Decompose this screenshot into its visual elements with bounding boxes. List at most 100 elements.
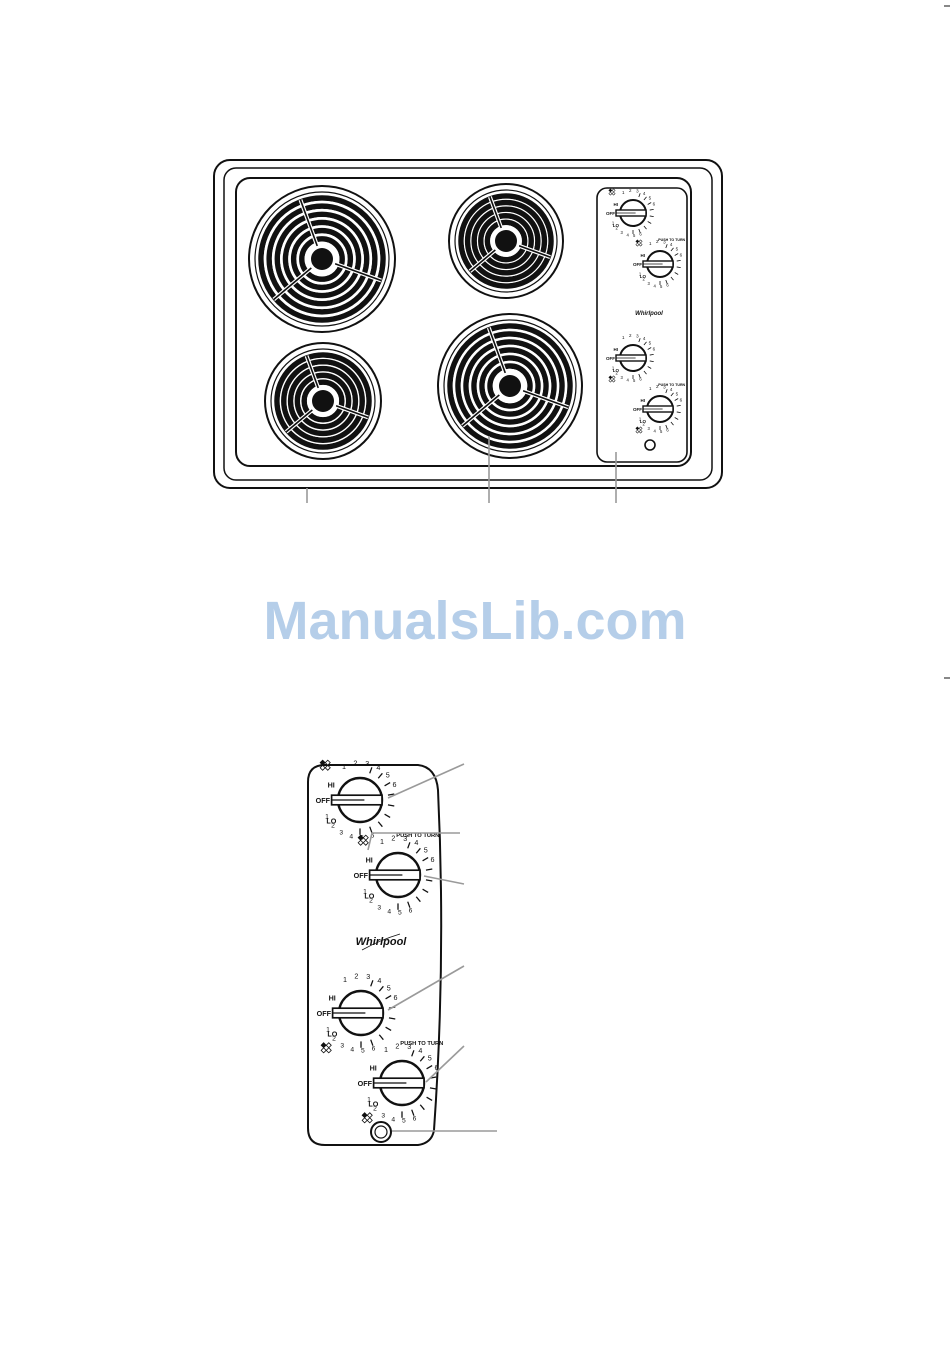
element-position-icon	[608, 188, 616, 196]
dial-number: 4	[350, 1047, 354, 1054]
dial-number: 3	[647, 426, 650, 431]
control-panel-detail-outline	[307, 764, 443, 1146]
dial-number: 4	[418, 1046, 422, 1055]
dial-number: 3	[365, 759, 369, 768]
dial-number: 6	[413, 1115, 417, 1122]
dial-number: 2	[642, 277, 645, 282]
dial-number: 5	[387, 983, 391, 992]
element-position-icon	[608, 375, 616, 383]
push-to-turn-label: PUSH TO TURN	[658, 383, 685, 387]
dial-number: 3	[407, 1042, 411, 1051]
dial-number: 3	[636, 333, 639, 338]
dial-number: 6	[639, 232, 642, 237]
dial-number: 2	[615, 226, 618, 231]
cooktop-outer-frame	[213, 159, 723, 489]
dial-lo-label: LO	[326, 817, 336, 826]
element-position-icon	[635, 239, 643, 247]
leader-left-front-knob	[387, 763, 465, 799]
dial-off-label: OFF	[317, 1009, 332, 1018]
dial-number: 4	[627, 232, 630, 237]
dial-off-label: OFF	[633, 407, 642, 412]
dial-hi-label: HI	[614, 347, 619, 352]
dial-number: 3	[647, 281, 650, 286]
dial-number: 5	[386, 770, 390, 779]
dial-number: 1	[367, 1097, 371, 1104]
surface-on-light-large	[370, 1121, 392, 1143]
dial-number: 5	[660, 429, 663, 434]
dial-number: 2	[353, 758, 357, 767]
control-panel-outline	[596, 187, 688, 463]
cooktop-inner-frame	[223, 167, 713, 481]
cooktop-control-panel	[596, 187, 688, 463]
dial-number: 6	[653, 201, 656, 206]
dial-number: 2	[369, 898, 373, 905]
dial-hi-label: HI	[641, 398, 646, 403]
dial-number: 6	[434, 1063, 438, 1072]
dial-number: 1	[612, 220, 615, 225]
dial-hi-label: HI	[328, 781, 335, 790]
dial-number: 1	[639, 271, 642, 276]
dial-off-label: OFF	[606, 211, 615, 216]
dial-number: 2	[615, 371, 618, 376]
dial-off-label: OFF	[358, 1079, 373, 1088]
dial-number: 3	[339, 829, 343, 836]
push-to-turn-label: PUSH TO TURN	[400, 1041, 443, 1047]
dial-number: 5	[676, 246, 679, 251]
dial-number: 5	[633, 233, 636, 238]
dial-number: 6	[680, 397, 683, 402]
dial-number: 5	[649, 340, 652, 345]
dial-number: 1	[649, 241, 652, 246]
dial-number: 4	[670, 242, 673, 247]
dial-number: 4	[391, 1117, 395, 1124]
brand-logo-swoosh	[361, 933, 401, 951]
dial-number: 4	[670, 387, 673, 392]
element-position-icon	[361, 1112, 373, 1124]
dial-number: 1	[380, 837, 384, 846]
dial-number: 6	[666, 428, 669, 433]
dial-number: 3	[340, 1042, 344, 1049]
dial-lo-label: LO	[640, 419, 647, 424]
dial-number: 4	[654, 428, 657, 433]
dial-number: 6	[653, 346, 656, 351]
surface-element-left-rear	[248, 185, 396, 333]
dial-number: 4	[376, 763, 380, 772]
dial-number: 6	[393, 993, 397, 1002]
brand-logo-small: Whirlpool	[635, 311, 663, 317]
dial-number: 6	[680, 252, 683, 257]
dial-number: 1	[639, 416, 642, 421]
dial-number: 5	[424, 845, 428, 854]
dial-number: 2	[629, 188, 632, 193]
dial-lo-label: LO	[613, 223, 620, 228]
dial-number: 2	[373, 1106, 377, 1113]
surface-on-light-small	[644, 439, 656, 451]
dial-number: 2	[656, 384, 659, 389]
brand-logo-large: Whirlpool	[356, 936, 408, 948]
dial-number: 1	[363, 889, 367, 896]
dial-number: 2	[332, 1036, 336, 1043]
dial-number: 4	[349, 834, 353, 841]
dial-number: 2	[656, 239, 659, 244]
surface-element-left-front	[264, 342, 382, 460]
dial-hi-label: HI	[366, 856, 373, 865]
control-panel-detail	[307, 764, 443, 1146]
dial-number: 3	[663, 384, 666, 389]
surface-element-right-rear	[448, 183, 564, 299]
dial-off-label: OFF	[316, 796, 331, 805]
dial-number: 3	[636, 188, 639, 193]
dial-number: 5	[633, 378, 636, 383]
element-position-icon	[357, 834, 369, 846]
dial-number: 4	[643, 336, 646, 341]
dial-number: 1	[622, 190, 625, 195]
dial-number: 5	[649, 195, 652, 200]
dial-lo-label: LO	[368, 1100, 378, 1109]
